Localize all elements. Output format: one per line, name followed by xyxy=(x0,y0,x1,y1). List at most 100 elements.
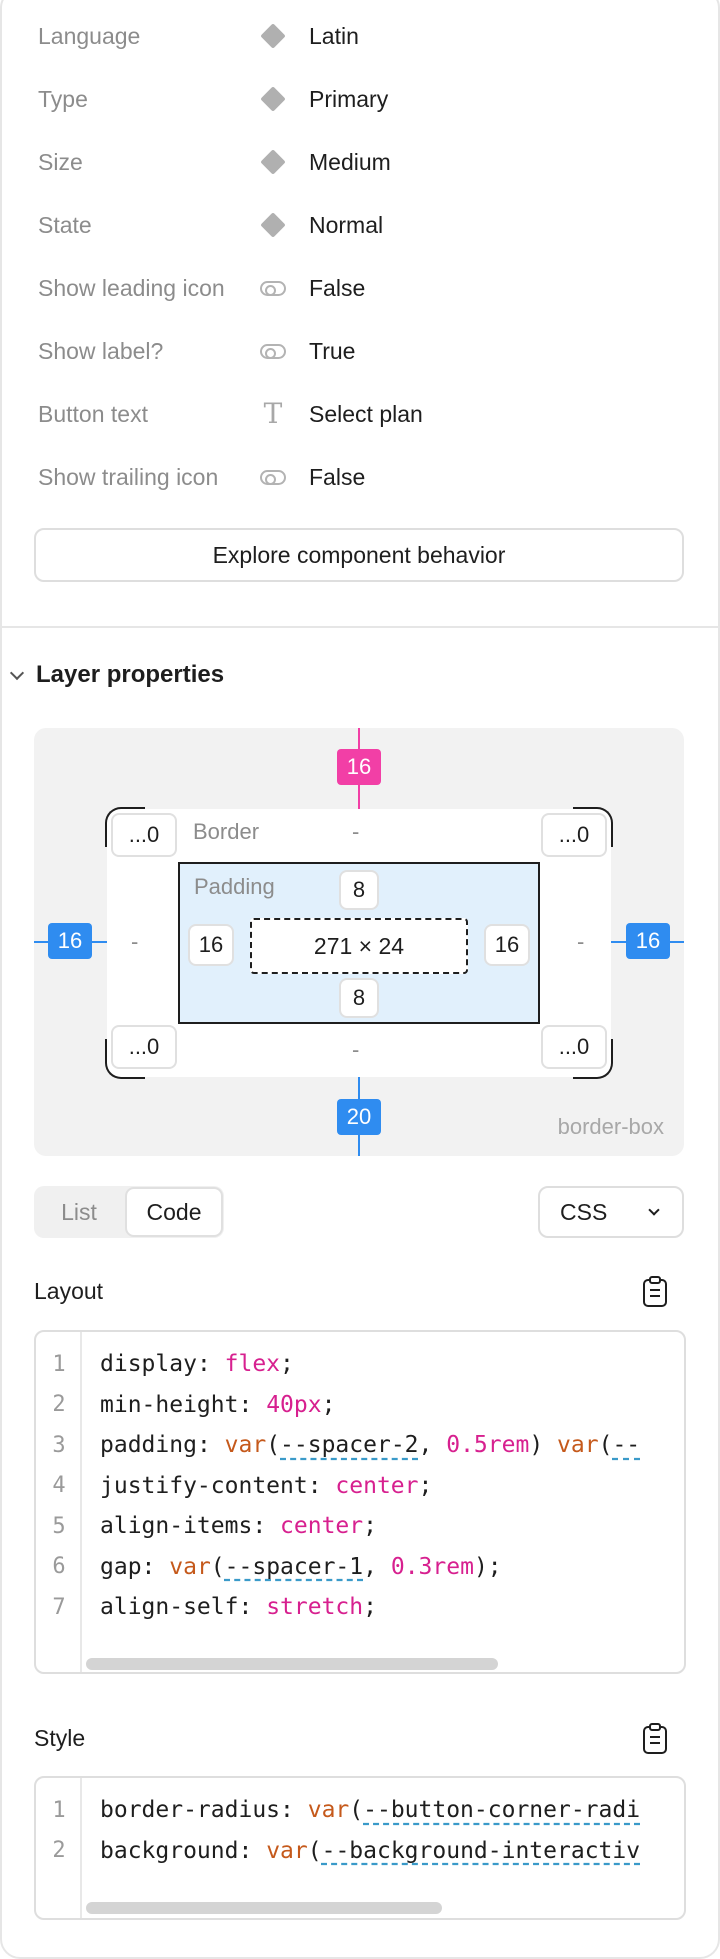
margin-right-value[interactable]: 16 xyxy=(626,923,670,959)
code-token: 0.3rem xyxy=(390,1553,474,1580)
code-line: 7 align-self: stretch; xyxy=(36,1587,684,1627)
tab-code[interactable]: Code xyxy=(125,1187,223,1237)
line-number: 6 xyxy=(52,1554,66,1579)
tab-list[interactable]: List xyxy=(61,1198,97,1225)
code-text: border-radius: var(--button-corner-radi xyxy=(100,1797,641,1823)
padding-right-value[interactable]: 16 xyxy=(484,924,530,966)
radius-bottom-left-value[interactable]: ...0 xyxy=(111,1025,177,1069)
code-token: --button-corner-radi xyxy=(363,1797,641,1823)
border-top-value[interactable]: - xyxy=(352,819,360,844)
line-number: 7 xyxy=(52,1594,66,1620)
property-value[interactable]: Latin xyxy=(309,22,359,49)
padding-bottom-value[interactable]: 8 xyxy=(339,978,379,1018)
code-token: ( xyxy=(598,1432,613,1458)
padding-label: Padding xyxy=(194,874,275,899)
property-value[interactable]: Normal xyxy=(309,211,384,238)
property-label: Type xyxy=(38,85,88,112)
border-right-value[interactable]: - xyxy=(577,929,585,954)
code-token: ( xyxy=(266,1432,281,1458)
code-token: ) xyxy=(529,1432,558,1458)
layer-properties-header[interactable]: Layer properties xyxy=(8,660,224,690)
margin-top-value[interactable]: 16 xyxy=(337,749,381,785)
css-property: display xyxy=(100,1351,197,1377)
chevron-down-icon xyxy=(648,1204,660,1216)
view-mode-toggle: List Code xyxy=(34,1186,224,1238)
horizontal-scrollbar[interactable] xyxy=(86,1658,498,1670)
section-divider xyxy=(0,626,720,628)
padding-top-value[interactable]: 8 xyxy=(339,870,379,910)
property-row[interactable]: Show label?True xyxy=(38,331,678,371)
radius-top-left-value[interactable]: ...0 xyxy=(111,813,177,857)
section-title: Layer properties xyxy=(36,661,225,688)
code-token: var xyxy=(557,1432,599,1458)
margin-left-value[interactable]: 16 xyxy=(48,923,92,959)
code-token: ) xyxy=(473,1553,488,1580)
css-property: justify-content xyxy=(100,1472,308,1499)
language-select[interactable]: CSS xyxy=(538,1186,684,1238)
property-value[interactable]: Medium xyxy=(309,148,391,175)
text-property-icon: T xyxy=(263,397,283,430)
corner-top-right xyxy=(573,807,613,847)
border-bottom-value[interactable]: - xyxy=(352,1037,360,1062)
radius-top-right-value[interactable]: ...0 xyxy=(541,813,607,857)
border-label: Border xyxy=(193,819,260,844)
code-token: ( xyxy=(307,1837,322,1864)
css-property: padding xyxy=(100,1432,197,1458)
border-left-value[interactable]: - xyxy=(131,929,139,954)
code-token: var xyxy=(307,1797,350,1823)
radius-bottom-right-value[interactable]: ...0 xyxy=(541,1025,607,1069)
code-token: ( xyxy=(349,1797,364,1823)
content-size: 271 × 24 xyxy=(250,918,468,974)
boolean-toggle-icon xyxy=(258,462,288,492)
code-line: 5 align-items: center; xyxy=(36,1506,684,1546)
padding-box: Padding 8 16 16 8 271 × 24 xyxy=(178,862,540,1024)
code-token: ( xyxy=(210,1553,225,1580)
code-token: var xyxy=(224,1432,267,1458)
copy-clipboard-icon[interactable] xyxy=(640,1275,670,1309)
style-block-title: Style xyxy=(34,1725,86,1751)
corner-bottom-right xyxy=(573,1039,613,1079)
line-number: 3 xyxy=(52,1432,66,1458)
line-number-gutter xyxy=(36,1778,82,1918)
property-row[interactable]: Type Primary xyxy=(38,79,678,119)
corner-bottom-left xyxy=(105,1039,145,1079)
explore-component-behavior-button[interactable]: Explore component behavior xyxy=(34,528,684,582)
line-number: 2 xyxy=(52,1392,66,1417)
padding-left-value[interactable]: 16 xyxy=(188,924,234,966)
css-property: min-height xyxy=(100,1391,239,1418)
copy-clipboard-icon[interactable] xyxy=(640,1722,670,1756)
line-number-gutter xyxy=(36,1332,82,1672)
property-row[interactable]: Size Medium xyxy=(38,142,678,182)
property-value[interactable]: Select plan xyxy=(309,400,423,427)
horizontal-scrollbar[interactable] xyxy=(86,1902,442,1914)
code-token: flex xyxy=(224,1351,281,1377)
code-token: center xyxy=(280,1513,364,1539)
property-value[interactable]: True xyxy=(309,337,356,364)
property-value[interactable]: False xyxy=(309,463,366,490)
property-label: Size xyxy=(38,148,83,175)
code-token: stretch xyxy=(266,1594,364,1620)
code-text: align-self: stretch; xyxy=(100,1594,377,1620)
line-number: 5 xyxy=(52,1513,66,1539)
code-token: var xyxy=(266,1837,308,1864)
css-property: gap xyxy=(100,1553,142,1580)
property-value[interactable]: False xyxy=(309,274,366,301)
code-text: align-items: center; xyxy=(100,1513,377,1539)
code-token: 40px xyxy=(266,1391,322,1418)
line-number: 1 xyxy=(52,1351,66,1377)
variant-diamond-icon xyxy=(258,147,288,177)
variant-diamond-icon xyxy=(258,210,288,240)
margin-bottom-value[interactable]: 20 xyxy=(337,1099,381,1135)
property-value[interactable]: Primary xyxy=(309,85,389,112)
